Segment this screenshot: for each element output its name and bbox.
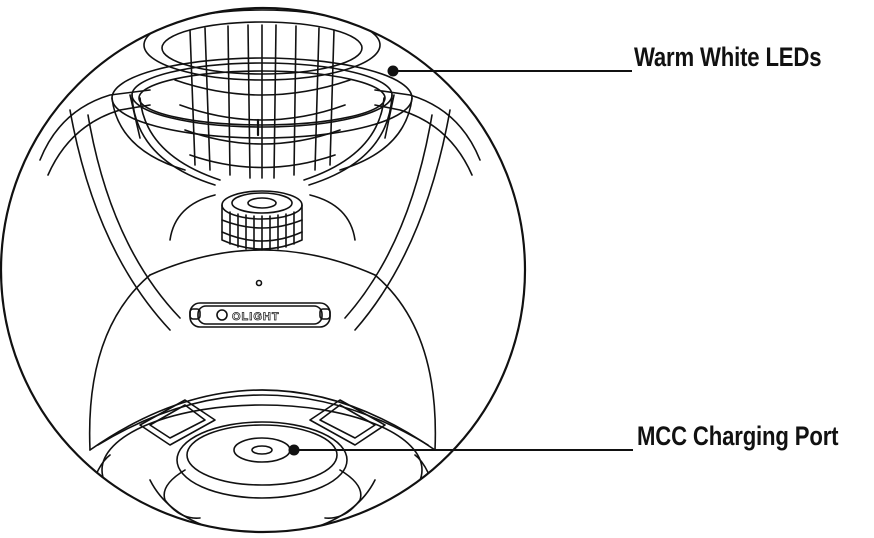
- wire-cage: [174, 24, 351, 179]
- brand-badge: [189, 302, 331, 328]
- control-knob: [221, 190, 303, 287]
- charging-port-label: MCC Charging Port: [637, 421, 839, 451]
- leds-label: Warm White LEDs: [634, 42, 822, 72]
- magnifier-circle: [0, 6, 527, 534]
- brand-text: OLIGHT: [232, 311, 280, 323]
- base-disc: [101, 404, 423, 532]
- base-pads: [139, 399, 386, 446]
- lantern-frame: [39, 89, 481, 331]
- callout-leds: [387, 65, 632, 77]
- callout-port: [288, 444, 633, 456]
- bail-handle: [131, 62, 393, 186]
